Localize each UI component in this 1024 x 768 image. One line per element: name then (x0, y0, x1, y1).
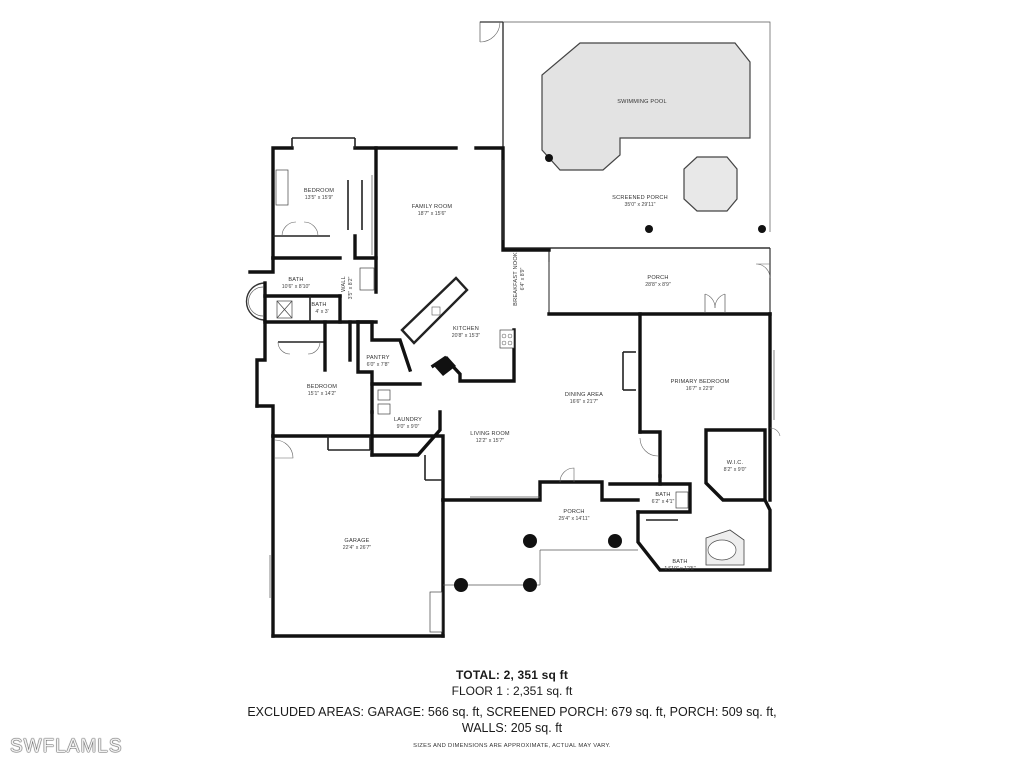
garage-dims: 22'4" x 26'7" (343, 545, 372, 551)
small-bath-dims: 4' x 3' (315, 309, 328, 315)
bath-2-label: BATH (655, 492, 670, 498)
pantry-dims: 6'0" x 7'8" (367, 362, 390, 368)
primary-bedroom-dims: 16'7" x 22'9" (686, 386, 715, 392)
living-room-label: LIVING ROOM (470, 431, 510, 437)
screened-porch-area: SWIMMING POOL SCREENED PORCH 35'0" x 29'… (479, 21, 771, 249)
walls-area: WALLS: 205 sq. ft (461, 721, 563, 735)
laundry-label: LAUNDRY (394, 417, 422, 423)
primary-bath-dims: 14'10" x 12'5" (664, 566, 695, 572)
swimming-pool-label: SWIMMING POOL (617, 99, 667, 105)
spa-shape (683, 156, 738, 212)
screened-porch-dims: 35'0" x 29'11" (625, 202, 656, 208)
kitchen-dims: 20'8" x 15'3" (452, 333, 481, 339)
bedroom-2-label: BEDROOM (307, 384, 337, 390)
small-bath-label: BATH (311, 302, 326, 308)
front-porch-dims: 25'4" x 14'11" (559, 516, 590, 522)
excluded-areas: EXCLUDED AREAS: GARAGE: 566 sq. ft, SCRE… (247, 705, 777, 719)
primary-bath-label: BATH (672, 559, 687, 565)
watermark-logo: SWFLAMLS (10, 736, 123, 757)
front-porch-label: PORCH (563, 509, 584, 515)
screened-porch-label: SCREENED PORCH (612, 195, 668, 201)
pantry-label: PANTRY (366, 355, 389, 361)
rear-porch-dims: 28'8" x 8'9" (645, 282, 671, 288)
primary-bedroom-label: PRIMARY BEDROOM (671, 379, 730, 385)
floor-plan: SWIMMING POOL SCREENED PORCH 35'0" x 29'… (245, 21, 781, 638)
bath-1-label: BATH (288, 277, 303, 283)
wic-label: W.I.C. (727, 460, 744, 466)
wic-dims: 8'2" x 9'0" (724, 467, 747, 473)
kitchen-label: KITCHEN (453, 326, 479, 332)
wall-closet-label: WALL (341, 276, 347, 292)
house-walls (245, 137, 781, 638)
bath-1-dims: 10'6" x 8'10" (282, 284, 311, 290)
floor-area: FLOOR 1 : 2,351 sq. ft (451, 684, 573, 698)
garage-label: GARAGE (344, 538, 369, 544)
rear-porch-label: PORCH (647, 275, 668, 281)
breakfast-nook-dims: 6'4" x 8'9" (520, 268, 526, 291)
laundry-dims: 9'0" x 9'0" (397, 424, 420, 430)
bedroom-2-dims: 15'1" x 14'2" (308, 391, 337, 397)
swimming-pool-shape (541, 42, 751, 171)
family-room-label: FAMILY ROOM (412, 204, 453, 210)
family-room-dims: 18'7" x 15'6" (418, 211, 447, 217)
dining-area-label: DINING AREA (565, 392, 603, 398)
total-area: TOTAL: 2, 351 sq ft (455, 668, 569, 682)
wall-closet-dims: 3'5" x 8'2" (348, 277, 354, 300)
bedroom-1-dims: 13'5" x 15'9" (305, 195, 334, 201)
disclaimer: SIZES AND DIMENSIONS ARE APPROXIMATE, AC… (413, 743, 611, 749)
room-labels: BEDROOM 13'5" x 15'9" FAMILY ROOM 18'7" … (282, 188, 747, 572)
bedroom-1-label: BEDROOM (304, 188, 334, 194)
bath-2-dims: 6'2" x 4'1" (652, 499, 675, 505)
rear-porch: PORCH 28'8" x 8'9" (548, 248, 771, 314)
living-room-dims: 12'2" x 15'7" (476, 438, 505, 444)
dining-area-dims: 16'6" x 21'7" (570, 399, 599, 405)
breakfast-nook-label: BREAKFAST NOOK (513, 252, 519, 306)
